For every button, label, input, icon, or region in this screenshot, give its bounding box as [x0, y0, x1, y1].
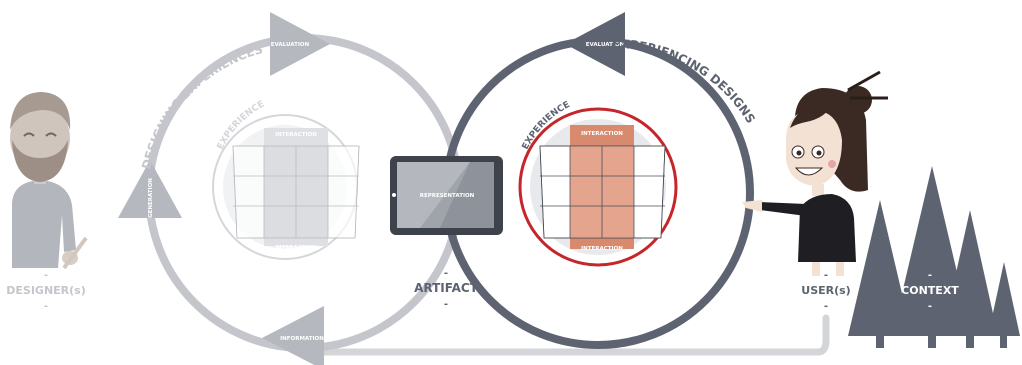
designer-dash-top: -	[44, 270, 48, 281]
artifact-label: ARTIFACT	[414, 281, 479, 295]
designer-dash-bottom: -	[44, 301, 48, 312]
user-dash-bottom: -	[824, 301, 828, 312]
svg-text:INTERACTION: INTERACTION	[275, 132, 317, 138]
experience-grid-right	[540, 146, 665, 238]
svg-text:INTERACTION: INTERACTION	[275, 245, 317, 251]
feedback-line	[300, 318, 826, 352]
svg-text:REPRESENTATION: REPRESENTATION	[420, 193, 475, 199]
experiencing-designs-label: EXPERIENCING DESIGNS	[612, 37, 758, 126]
information-arrow: INFORMATION	[262, 306, 324, 365]
context-forest	[848, 166, 1020, 348]
context-dash-top: -	[928, 270, 932, 281]
tablet-home-button	[392, 193, 396, 197]
tree-4	[988, 262, 1020, 336]
experience-grid-left	[233, 146, 359, 238]
svg-text:INTERACTION: INTERACTION	[581, 246, 623, 252]
svg-text:EVALUATION: EVALUATION	[271, 42, 310, 48]
user-label: USER(s)	[801, 284, 850, 297]
evaluation-arrow-left: EVALUATION	[270, 12, 330, 76]
user-avatar	[742, 72, 888, 276]
user-dash-top: -	[824, 270, 828, 281]
artifact-dash-top: -	[444, 268, 448, 279]
experience-circle-left: INTERACTION INTERACTION EXPERIENCE	[213, 99, 359, 259]
experience-circle-right: INTERACTION INTERACTION EXPERIENCE	[520, 100, 676, 265]
designer-avatar	[10, 92, 86, 268]
tablet-artifact: REPRESENTATION	[390, 156, 503, 235]
context-label: CONTEXT	[901, 284, 959, 297]
designer-label: DESIGNER(s)	[6, 284, 85, 297]
svg-text:INFORMATION: INFORMATION	[280, 336, 324, 342]
svg-text:GENERATION: GENERATION	[148, 178, 154, 218]
svg-text:INTERACTION: INTERACTION	[581, 131, 623, 137]
artifact-dash-bottom: -	[444, 299, 448, 310]
context-dash-bottom: -	[928, 301, 932, 312]
